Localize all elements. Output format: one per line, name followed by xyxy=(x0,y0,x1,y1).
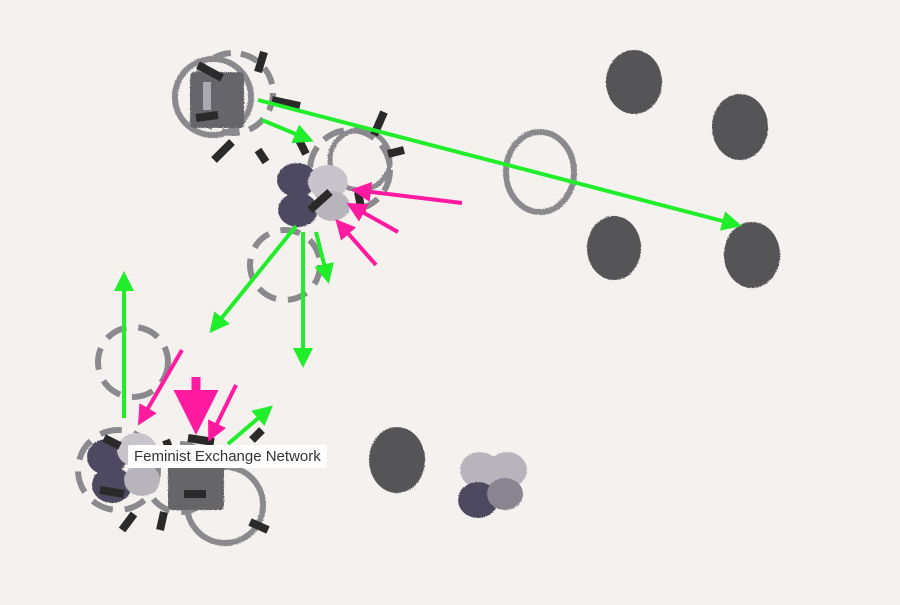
green-arrow xyxy=(209,224,298,334)
blob-node[interactable] xyxy=(277,163,317,197)
pink-arrow xyxy=(351,182,463,205)
green-arrow xyxy=(314,231,334,284)
dark-node[interactable] xyxy=(606,50,662,114)
blob-node[interactable] xyxy=(124,464,160,496)
hollow-node[interactable] xyxy=(503,129,577,215)
square-node-marker xyxy=(203,82,211,110)
dashed-ring xyxy=(75,427,161,513)
pink-arrow xyxy=(208,384,238,442)
square-node[interactable] xyxy=(168,460,224,510)
pink-arrows xyxy=(137,182,463,442)
top-left-cluster[interactable] xyxy=(172,50,310,165)
green-arrow xyxy=(261,118,314,144)
green-arrow xyxy=(226,405,274,446)
node-tooltip: Feminist Exchange Network xyxy=(128,445,327,468)
blob-node[interactable] xyxy=(278,193,318,227)
dark-node[interactable] xyxy=(587,216,641,280)
isolated-nodes xyxy=(369,50,780,518)
dark-node[interactable] xyxy=(712,94,768,160)
blob-node[interactable] xyxy=(308,165,348,199)
dashed-ring xyxy=(95,324,171,400)
pink-arrow xyxy=(137,348,184,426)
pink-arrow xyxy=(346,203,399,234)
green-arrow xyxy=(257,98,742,231)
green-arrows xyxy=(114,98,742,446)
pink-arrow xyxy=(335,219,378,267)
dark-node[interactable] xyxy=(724,222,780,288)
blob-node-group[interactable] xyxy=(458,452,527,518)
solid-ring xyxy=(172,56,254,138)
tick-marks xyxy=(195,50,310,165)
dark-node[interactable] xyxy=(369,427,425,493)
